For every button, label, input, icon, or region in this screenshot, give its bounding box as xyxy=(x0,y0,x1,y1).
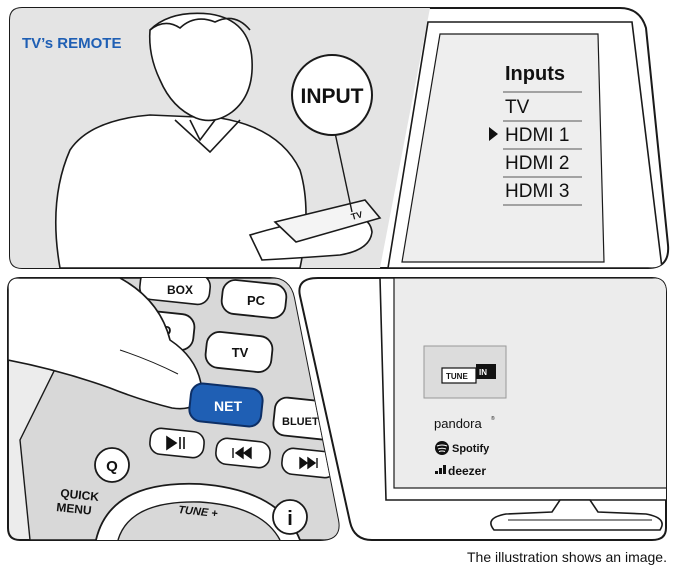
menu-item-hdmi2: HDMI 2 xyxy=(505,153,569,174)
net-button-label: NET xyxy=(214,398,242,414)
box-button-label: BOX xyxy=(167,283,193,297)
illustration-caption: The illustration shows an image. xyxy=(467,549,667,565)
pc-button-label: PC xyxy=(247,293,266,308)
menu-item-hdmi3: HDMI 3 xyxy=(505,181,569,202)
svg-text:®: ® xyxy=(491,415,495,422)
deezer-icon xyxy=(435,465,446,474)
quick-menu-label: QUICK xyxy=(60,486,100,504)
inputs-menu-title: Inputs xyxy=(505,63,565,85)
input-callout-circle xyxy=(291,54,373,136)
pc-button xyxy=(220,279,288,319)
spotify-text: Spotify xyxy=(452,443,490,455)
tv-button xyxy=(204,331,274,373)
tvs-remote-label: TV’s REMOTE xyxy=(22,35,121,52)
menu-item-tv: TV xyxy=(505,97,530,118)
info-button-label: i xyxy=(287,508,293,530)
q-button-label: Q xyxy=(106,458,118,475)
net-button xyxy=(188,382,264,428)
quick-menu-label: MENU xyxy=(56,500,93,518)
deezer-text: deezer xyxy=(448,464,486,478)
next-icon xyxy=(299,456,318,470)
pandora-logo: pandora xyxy=(434,416,482,431)
remote-small-tv-label: TV xyxy=(350,209,364,222)
top-panel: TV INPUT TV’s REMOTE Inputs TV HDMI 1 HD… xyxy=(9,7,670,269)
menu-selection-arrow xyxy=(489,127,498,141)
person-figure: TV xyxy=(54,12,382,268)
inputs-menu: Inputs TV HDMI 1 HDMI 2 HDMI 3 xyxy=(489,63,582,206)
tune-label: TUNE + xyxy=(178,504,219,520)
spotify-logo: Spotify xyxy=(435,441,490,455)
q-button xyxy=(94,447,130,483)
input-button-label: INPUT xyxy=(301,85,364,108)
tv-button-label: TV xyxy=(232,345,249,360)
menu-item-hdmi1: HDMI 1 xyxy=(505,125,569,146)
callout-line xyxy=(333,127,353,213)
tv-screen-panel: TUNE IN pandora ® Spotify deezer xyxy=(298,277,667,541)
deezer-logo: deezer xyxy=(435,464,486,478)
bluetooth-button-label: BLUETO xyxy=(282,416,327,428)
tunein-logo-in: IN xyxy=(479,368,487,377)
info-button xyxy=(272,499,308,535)
tv-stand xyxy=(490,499,663,531)
remote-closeup-panel: BOX PC CD TV NET BLUETO xyxy=(7,277,340,541)
tunein-logo-text: TUNE xyxy=(446,372,468,381)
previous-icon xyxy=(232,446,252,460)
play-pause-icon xyxy=(166,435,185,451)
